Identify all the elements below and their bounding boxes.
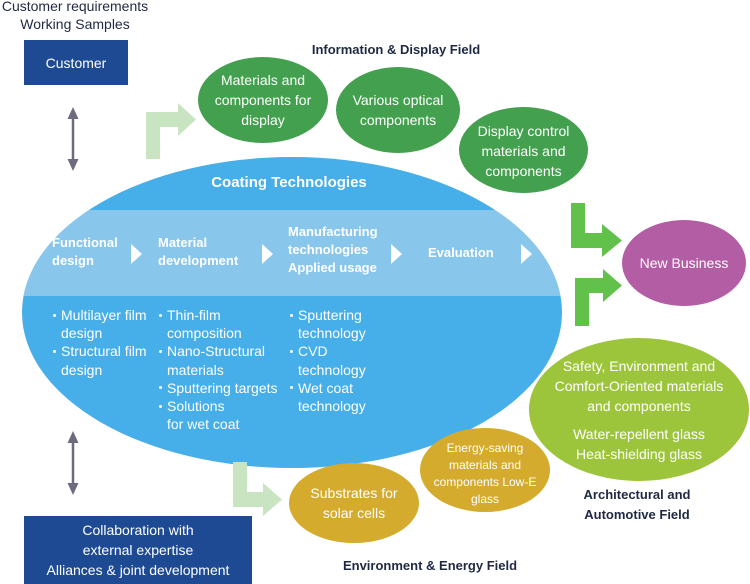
collaboration-link-double-arrow-icon	[67, 431, 79, 495]
architectural-automotive-field-title: Architectural and Automotive Field	[583, 487, 691, 522]
collaboration-label: Collaboration with external expertise Al…	[46, 522, 230, 578]
list-item: Multilayer film design	[50, 306, 147, 342]
list-item: Sputtering technology	[287, 306, 366, 342]
bubble-label: Energy-saving materials and components L…	[433, 440, 537, 506]
to-information-display-arrow-icon	[146, 103, 196, 159]
list-item: CVD technology	[287, 342, 366, 378]
list-item: Solutions for wet coat	[156, 397, 278, 433]
comfort-materials-label: Safety, Environment and Comfort-Oriented…	[554, 357, 724, 414]
design-methods-list: Multilayer film design Structural film d…	[50, 306, 147, 379]
customer-label: Customer	[45, 54, 107, 71]
process-technologies-list: Sputtering technology CVD technology Wet…	[287, 306, 366, 415]
materials-list: Thin-film composition Nano-Structural ma…	[156, 306, 278, 433]
new-business-label: New Business	[639, 255, 729, 271]
display-control-bubble: Display control materials and components	[459, 107, 588, 193]
collaboration-box: Collaboration with external expertise Al…	[24, 516, 252, 584]
coating-technologies-title: Coating Technologies	[211, 174, 367, 191]
environment-energy-field-title: Environment & Energy Field	[342, 558, 518, 573]
step-arrow-icon	[131, 244, 142, 264]
bubble-label: Display control materials and components	[477, 123, 570, 179]
glass-products-label: Water-repellent glass Heat-shielding gla…	[573, 425, 705, 462]
bubble-label: Materials and components for display	[214, 72, 312, 128]
list-item: Sputtering targets	[156, 379, 278, 397]
step-evaluation: Evaluation	[428, 245, 494, 260]
information-display-field-title: Information & Display Field	[311, 42, 481, 57]
new-business-arrow-icon-lower	[575, 269, 622, 326]
step-functional-design: Functional design	[52, 235, 118, 268]
coating-technologies-ellipse	[22, 157, 562, 468]
process-band	[22, 210, 562, 296]
energy-saving-bubble: Energy-saving materials and components L…	[420, 428, 550, 512]
step-arrow-icon	[262, 244, 273, 264]
bubble-label: Various optical components	[352, 92, 444, 128]
step-arrow-icon	[521, 244, 532, 264]
step-manufacturing: Manufacturing technologies Applied usage	[288, 224, 378, 275]
new-business-arrow-icon-upper	[571, 203, 622, 257]
list-item: Wet coat technology	[287, 379, 366, 415]
customer-link-double-arrow-icon	[67, 107, 79, 171]
solar-substrates-bubble: Substrates for solar cells	[289, 463, 419, 543]
list-item: Structural film design	[50, 342, 147, 378]
list-item: Nano-Structural materials	[156, 342, 278, 378]
architectural-automotive-bubble: Safety, Environment and Comfort-Oriented…	[529, 338, 749, 481]
bubble-label: Substrates for solar cells	[310, 485, 398, 521]
to-environment-energy-arrow-icon	[233, 462, 282, 516]
step-material-development: Material development	[158, 235, 239, 268]
customer-requirements-note: Customer requirements Working Samples	[1, 0, 149, 32]
optical-components-bubble: Various optical components	[336, 67, 460, 153]
customer-box: Customer	[24, 40, 128, 85]
list-item: Thin-film composition	[156, 306, 278, 342]
new-business-bubble: New Business	[622, 220, 746, 306]
display-materials-bubble: Materials and components for display	[198, 57, 328, 143]
step-arrow-icon	[391, 244, 402, 264]
